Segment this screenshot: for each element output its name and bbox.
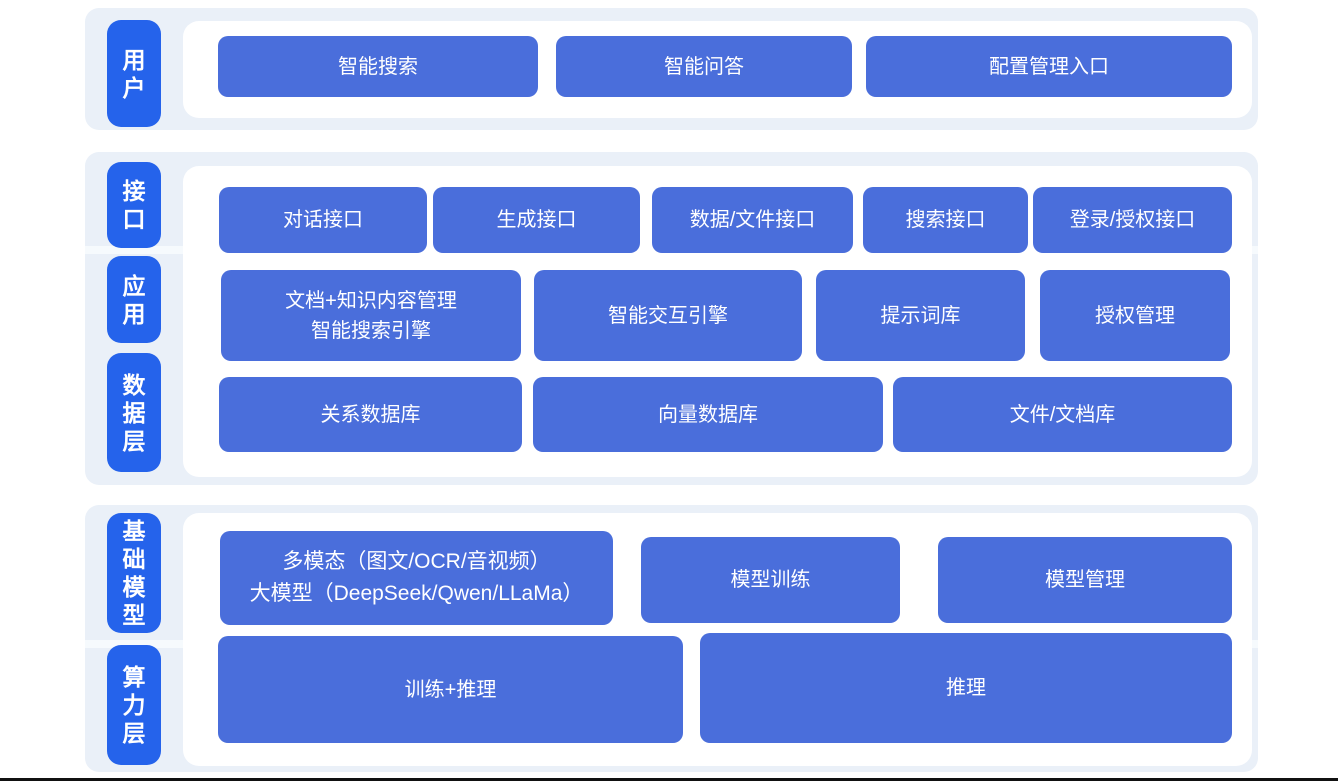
box-data-file-api: 数据/文件接口 <box>652 187 853 253</box>
user-layer-label: 用户 <box>107 20 161 127</box>
box-file-doc-store: 文件/文档库 <box>893 377 1232 452</box>
box-smart-search: 智能搜索 <box>218 36 538 97</box>
box-model-training: 模型训练 <box>641 537 900 623</box>
box-search-api: 搜索接口 <box>863 187 1028 253</box>
box-vector-db: 向量数据库 <box>533 377 883 452</box>
box-inference: 推理 <box>700 633 1232 743</box>
base-model-label: 基础模型 <box>107 513 161 633</box>
box-model-management: 模型管理 <box>938 537 1232 623</box>
box-auth-management: 授权管理 <box>1040 270 1230 361</box>
box-multimodal-llm: 多模态（图文/OCR/音视频） 大模型（DeepSeek/Qwen/LLaMa） <box>220 531 613 625</box>
box-doc-knowledge-line1: 文档+知识内容管理 <box>285 289 457 312</box>
box-prompt-library: 提示词库 <box>816 270 1025 361</box>
box-smart-qa: 智能问答 <box>556 36 852 97</box>
box-generation-api: 生成接口 <box>433 187 640 253</box>
box-multimodal-line2: 大模型（DeepSeek/Qwen/LLaMa） <box>249 582 584 605</box>
bottom-divider-line <box>0 778 1338 781</box>
interface-layer-label: 接口 <box>107 162 161 248</box>
box-dialog-api: 对话接口 <box>219 187 427 253</box>
box-training-inference: 训练+推理 <box>218 636 683 743</box>
application-layer-label: 应用 <box>107 256 161 343</box>
box-config-entry: 配置管理入口 <box>866 36 1232 97</box>
box-interaction-engine: 智能交互引擎 <box>534 270 802 361</box>
box-login-auth-api: 登录/授权接口 <box>1033 187 1232 253</box>
box-doc-knowledge-line2: 智能搜索引擎 <box>311 319 431 342</box>
compute-layer-label: 算力层 <box>107 645 161 765</box>
box-doc-knowledge-search: 文档+知识内容管理 智能搜索引擎 <box>221 270 521 361</box>
data-layer-label: 数据层 <box>107 353 161 472</box>
box-relational-db: 关系数据库 <box>219 377 522 452</box>
box-multimodal-line1: 多模态（图文/OCR/音视频） <box>282 550 551 573</box>
